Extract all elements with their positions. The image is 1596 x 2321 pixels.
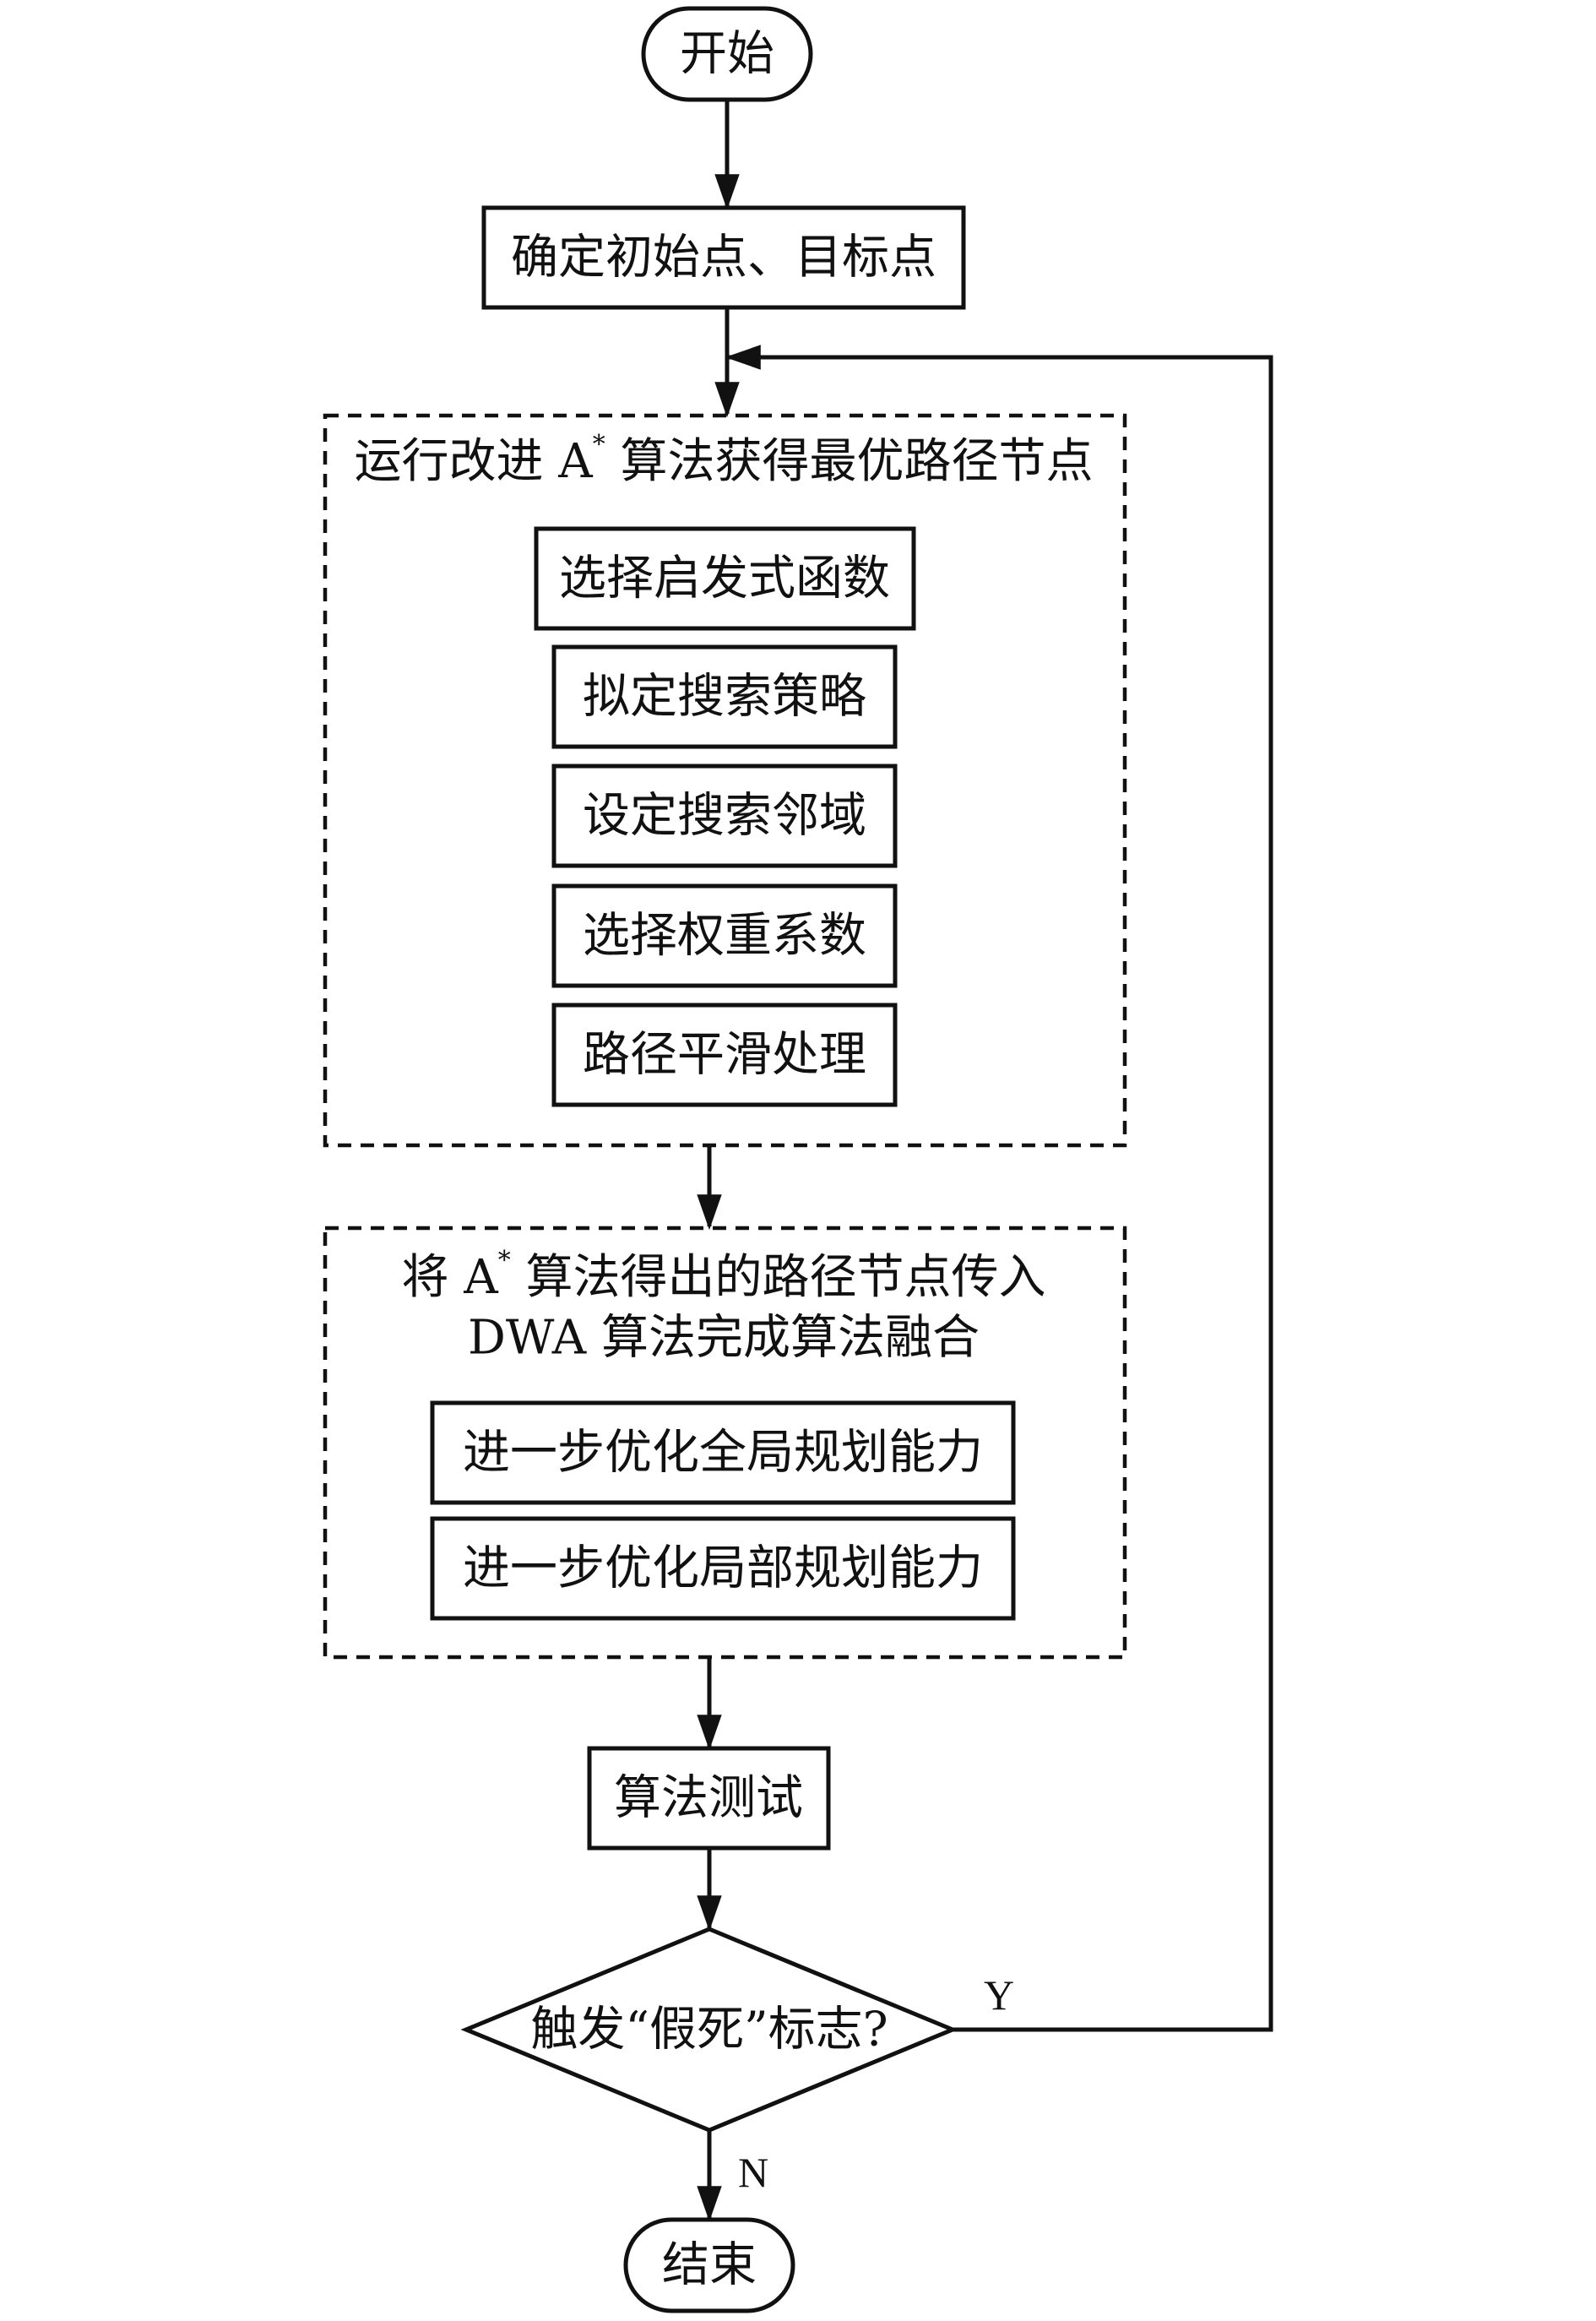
astar-step-3: 设定搜索邻域 [551, 764, 898, 868]
astar-step-4: 选择权重系数 [551, 883, 898, 988]
edge-decision-yes-loop [725, 345, 1273, 2032]
test-node: 算法测试 [587, 1746, 831, 1851]
no-label: N [738, 2149, 768, 2196]
astar-step-2-label: 拟定搜索策略 [583, 670, 866, 725]
fusion-group: 将 A* 算法得出的路径节点传入 DWA 算法完成算法融合 进一步优化全局规划能… [323, 1226, 1127, 1660]
end-label: 结束 [662, 2238, 757, 2293]
end-node: 结束 [623, 2217, 795, 2313]
start-label: 开始 [680, 27, 774, 82]
fusion-group-title-line1: 将 A* 算法得出的路径节点传入 [401, 1246, 1045, 1305]
fusion-step-2-label: 进一步优化局部规划能力 [463, 1541, 983, 1596]
astar-step-3-label: 设定搜索邻域 [583, 789, 866, 844]
astar-step-5: 路径平滑处理 [551, 1003, 898, 1107]
fusion-step-1-label: 进一步优化全局规划能力 [463, 1426, 983, 1481]
astar-group: 运行改进 A* 算法获得最优路径节点 选择启发式函数 拟定搜索策略 设定搜索邻域… [323, 413, 1127, 1148]
astar-step-1: 选择启发式函数 [534, 526, 916, 631]
astar-group-title: 运行改进 A* 算法获得最优路径节点 [354, 430, 1093, 489]
start-node: 开始 [641, 6, 813, 102]
init-label: 确定初始点、目标点 [511, 231, 936, 285]
init-node: 确定初始点、目标点 [481, 205, 966, 310]
astar-step-4-label: 选择权重系数 [583, 909, 866, 964]
astar-step-5-label: 路径平滑处理 [583, 1028, 866, 1083]
fusion-step-2: 进一步优化局部规划能力 [430, 1516, 1016, 1621]
fusion-step-1: 进一步优化全局规划能力 [430, 1400, 1016, 1505]
astar-step-1-label: 选择启发式函数 [559, 552, 890, 606]
decision-label: 触发“假死”标志? [530, 2003, 888, 2057]
fusion-group-title-line2: DWA 算法完成算法融合 [468, 1311, 980, 1366]
decision-node: 触发“假死”标志? [460, 1927, 958, 2133]
yes-label: Y [984, 1971, 1014, 2019]
test-label: 算法测试 [614, 1771, 803, 1826]
astar-step-2: 拟定搜索策略 [551, 644, 898, 749]
